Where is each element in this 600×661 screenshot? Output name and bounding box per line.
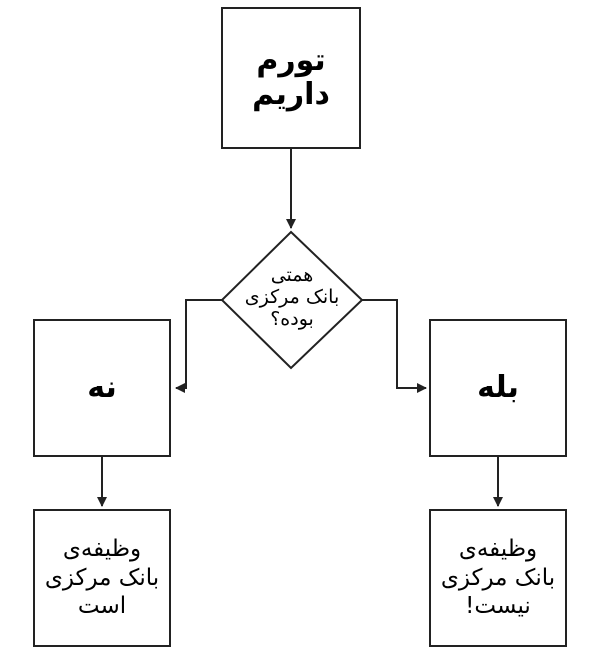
decision-label-line: بانک مرکزی: [244, 286, 340, 309]
start-box: [221, 7, 361, 149]
arrow-decision-to-yes: [362, 299, 427, 393]
result-no-line: وظیفه‌ی: [62, 535, 142, 562]
no-label: نه: [34, 320, 170, 456]
result-no-box: [33, 509, 171, 647]
result-yes-line: نیست!: [465, 593, 531, 620]
decision-label-line: همتی: [270, 264, 314, 287]
no-label-text: نه: [87, 369, 117, 405]
result-yes-box: [429, 509, 567, 647]
decision-label-line: بوده؟: [270, 307, 314, 330]
start-label-line: تورم: [256, 42, 326, 78]
result-no-line: است: [77, 593, 127, 620]
result-yes-line: وظیفه‌ی: [458, 535, 538, 562]
start-label-line: داریم: [252, 77, 330, 112]
arrow-decision-to-no: [175, 299, 222, 393]
result-yes-line: بانک مرکزی: [440, 564, 556, 591]
result-yes-label: وظیفه‌ی بانک مرکزی نیست!: [430, 510, 566, 646]
result-no-label: وظیفه‌ی بانک مرکزی است: [34, 510, 170, 646]
yes-label-text: بله: [477, 369, 519, 405]
yes-label: بله: [430, 320, 566, 456]
decision-label: همتی بانک مرکزی بوده؟: [222, 232, 362, 364]
start-label: تورم داریم: [222, 8, 360, 148]
result-no-line: بانک مرکزی: [44, 564, 160, 591]
decision-diamond: [220, 230, 364, 370]
yes-box: [429, 319, 567, 457]
